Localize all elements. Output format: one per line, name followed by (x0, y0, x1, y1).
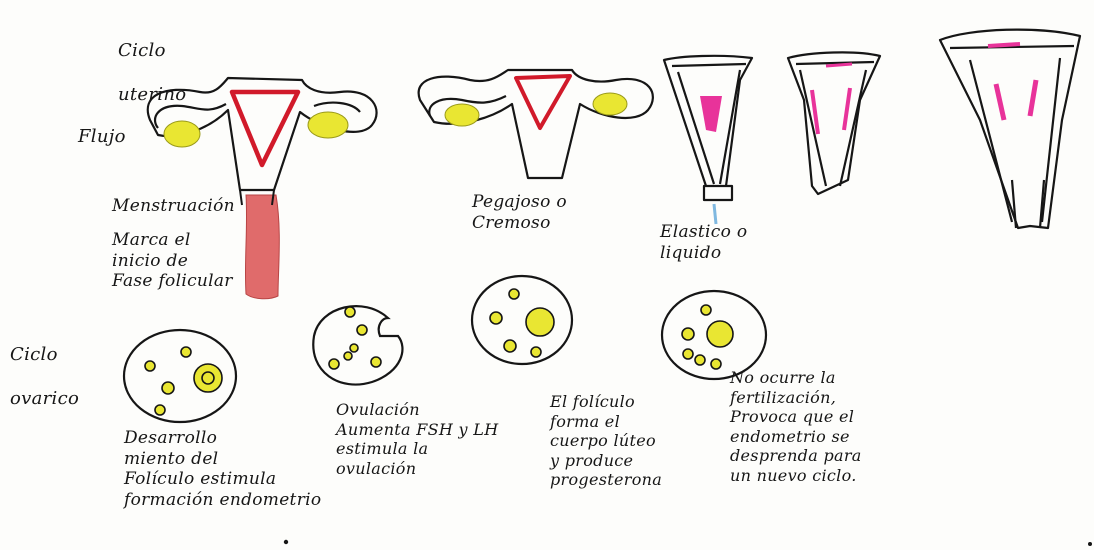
caption-ovulacion: Ovulación Aumenta FSH y LH estimula la o… (336, 400, 498, 478)
ovary-stage-3 (472, 276, 572, 364)
ovary-left-1 (164, 121, 200, 147)
caption-desarrollo: Desarrollo miento del Folículo estimula … (124, 428, 321, 511)
follicles-stage-3 (490, 289, 554, 357)
label-marca-inicio: Marca el inicio de Fase folicular (112, 230, 233, 292)
ink-dot-a (284, 540, 288, 544)
follicles-stage-1 (145, 347, 222, 415)
ovarian-title-line1: Ciclo (10, 344, 58, 365)
ink-dot-b (1088, 542, 1092, 546)
ovary-right-2 (593, 93, 627, 115)
label-flujo: Flujo (78, 126, 126, 148)
label-pegajoso: Pegajoso o Cremoso (472, 192, 567, 233)
label-menstruacion: Menstruación (112, 196, 235, 217)
caption-no-fertilizacion: No ocurre la fertilización, Provoca que … (730, 368, 862, 485)
title-ovarian-cycle: Ciclo ovarico (10, 322, 79, 410)
title-line2: uterino (118, 84, 186, 105)
follicles-stage-2 (329, 307, 381, 369)
ovary-left-2 (445, 104, 479, 126)
uterus-shedding (940, 30, 1080, 228)
endometrium-pink-5c (988, 44, 1020, 46)
ovarian-title-line2: ovarico (10, 388, 79, 409)
title-uterine-cycle: Ciclo uterino (118, 18, 186, 106)
label-elastico: Elastico o liquido (660, 222, 747, 263)
title-line1: Ciclo (118, 40, 166, 61)
menstrual-flow (245, 195, 279, 299)
uterus-luteal (788, 52, 880, 194)
endometrium-pink-4c (826, 64, 852, 66)
caption-cuerpo-luteo: El folículo forma el cuerpo lúteo y prod… (550, 392, 662, 490)
ovary-right-1 (308, 112, 348, 138)
mucus-drop (714, 204, 716, 224)
follicles-stage-4 (682, 305, 733, 369)
